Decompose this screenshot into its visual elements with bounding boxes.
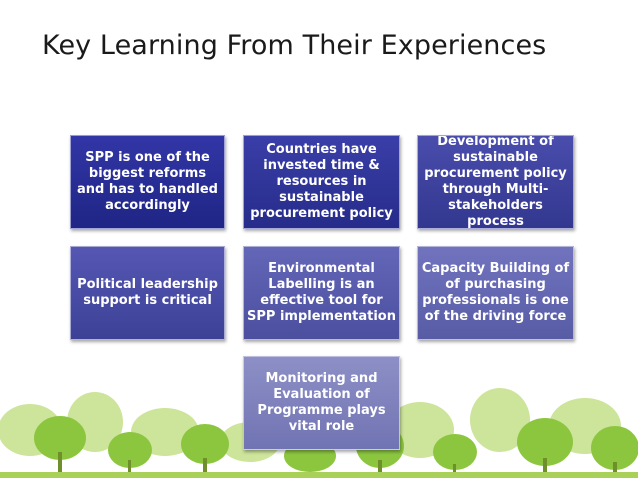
learning-box-political-leadership: Political leadership support is critical — [70, 246, 225, 340]
learning-box-investment: Countries have invested time & resources… — [243, 135, 400, 229]
learning-box-monitoring-evaluation: Monitoring and Evaluation of Programme p… — [243, 356, 400, 450]
learning-box-text: Development of sustainable procurement p… — [424, 135, 567, 229]
learning-box-environmental-labelling: Environmental Labelling is an effective … — [243, 246, 400, 340]
ground-strip — [0, 472, 638, 478]
slide-title: Key Learning From Their Experiences — [42, 30, 547, 61]
learning-box-text: Monitoring and Evaluation of Programme p… — [257, 371, 386, 434]
learning-box-spp-reforms: SPP is one of the biggest reforms and ha… — [70, 135, 225, 229]
learning-box-text: Political leadership support is critical — [77, 277, 218, 308]
tree-trunks — [58, 452, 617, 478]
learning-box-multistakeholder: Development of sustainable procurement p… — [417, 135, 574, 229]
learning-box-text: Capacity Building of of purchasing profe… — [421, 261, 570, 324]
learning-box-capacity-building: Capacity Building of of purchasing profe… — [417, 246, 574, 340]
learning-box-text: SPP is one of the biggest reforms and ha… — [77, 150, 218, 213]
learning-box-text: Environmental Labelling is an effective … — [247, 261, 396, 324]
learning-box-text: Countries have invested time & resources… — [250, 142, 393, 221]
